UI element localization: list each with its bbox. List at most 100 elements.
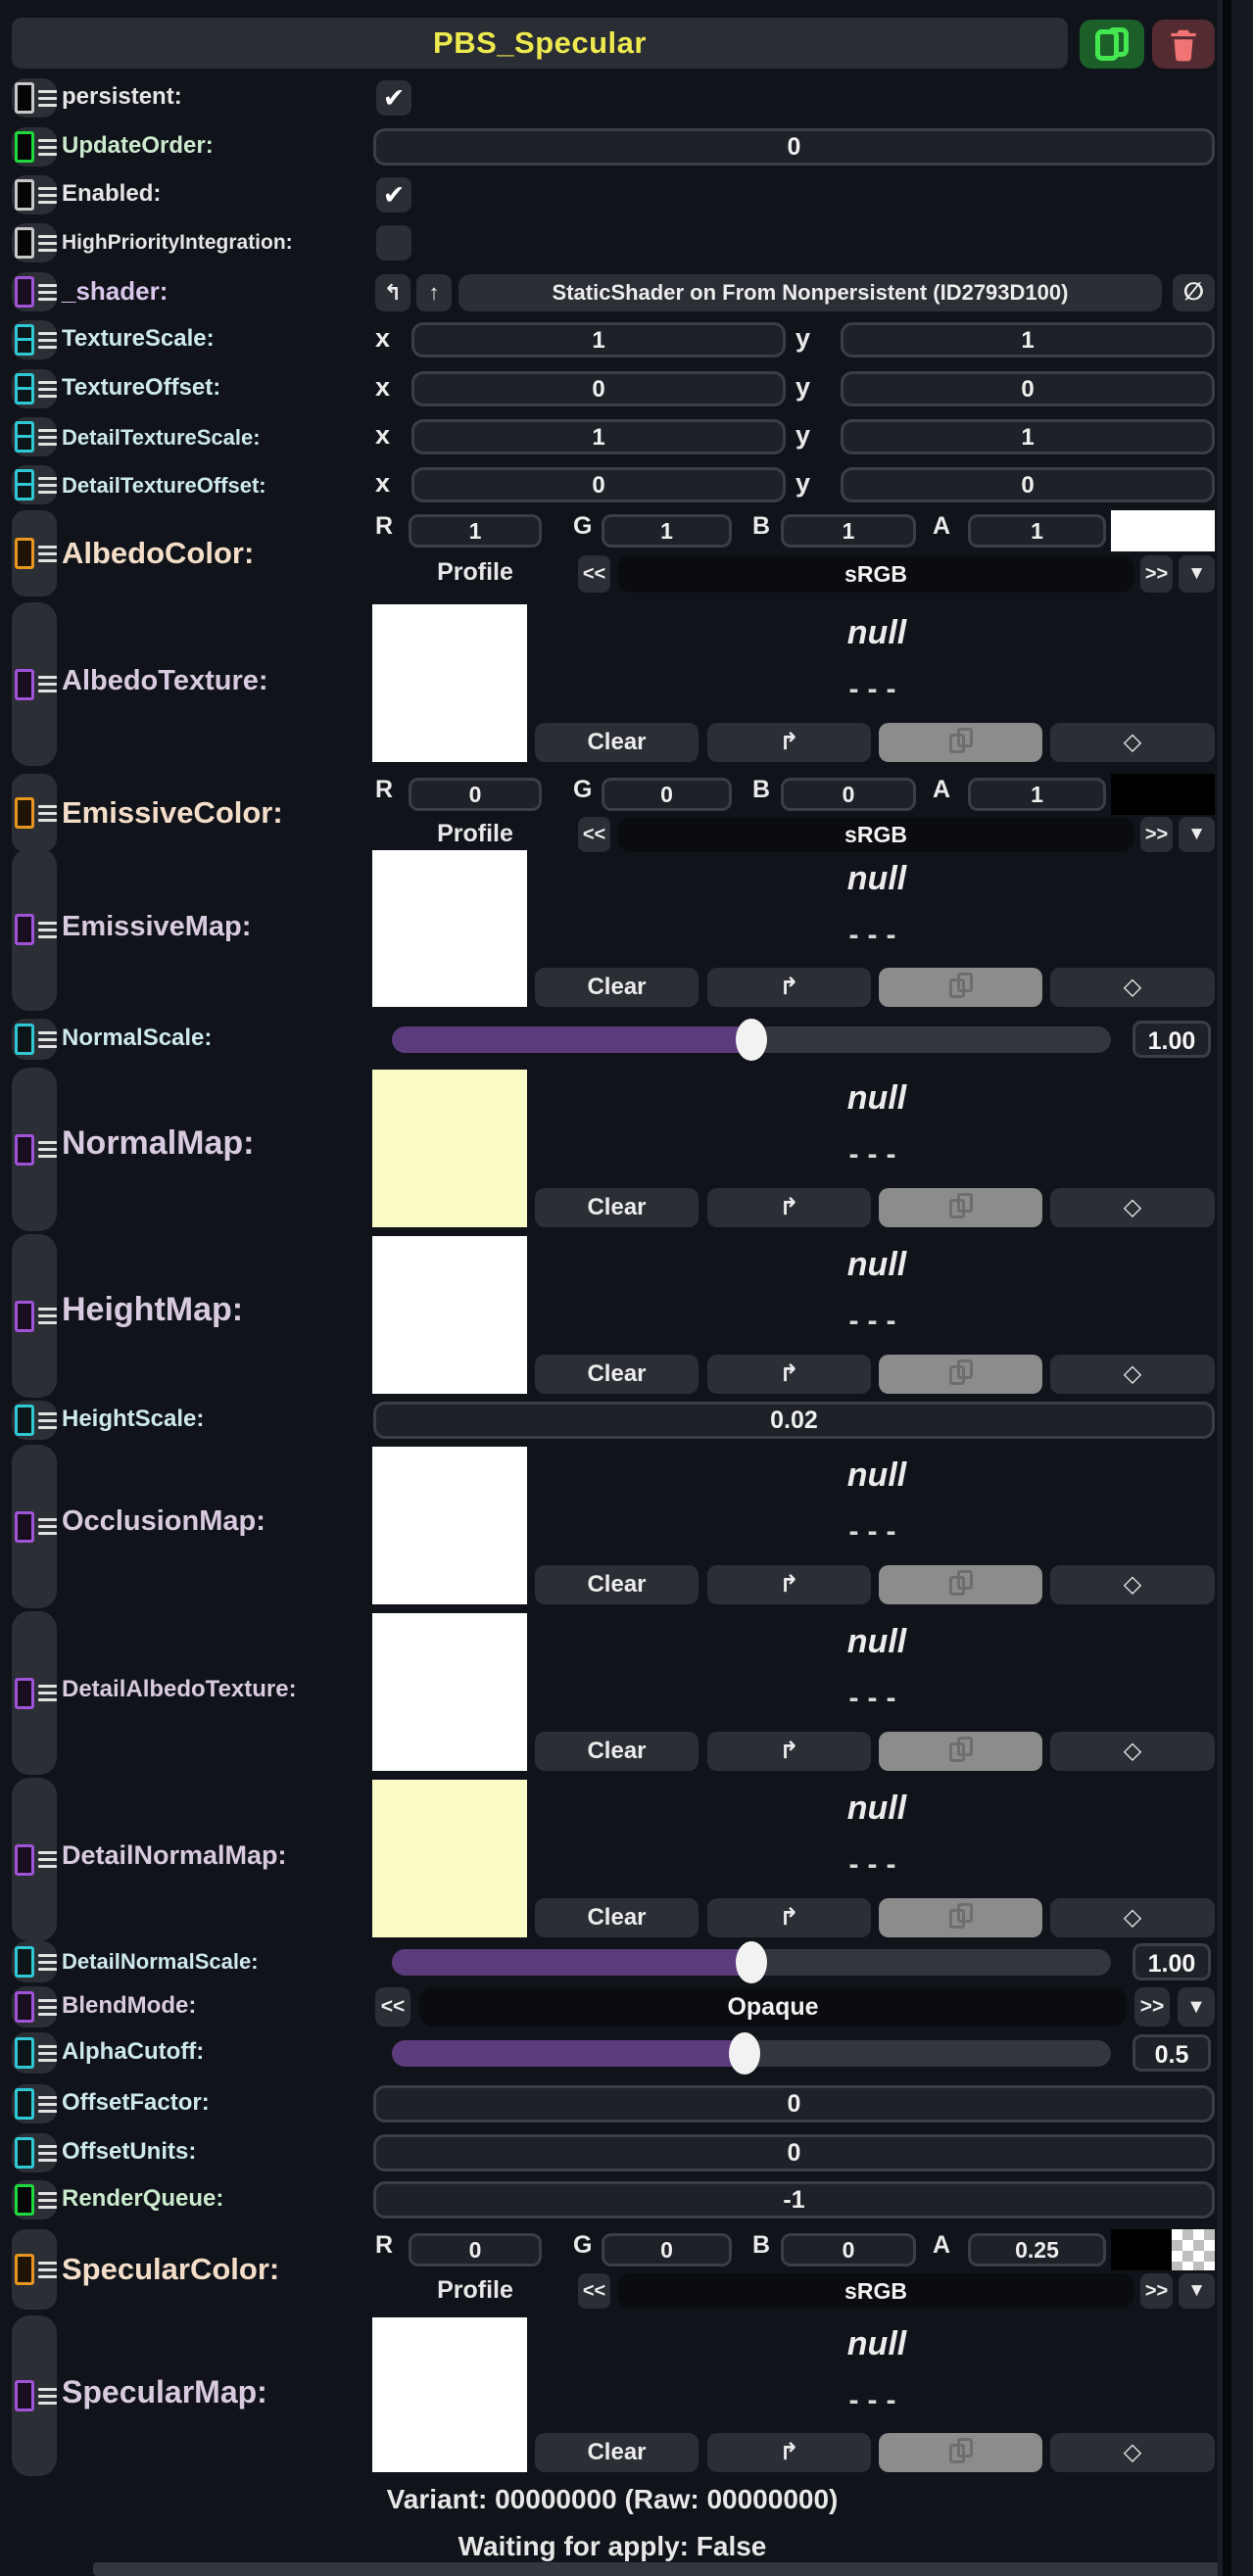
copy-button[interactable] bbox=[879, 1188, 1042, 1227]
alpha-cutoff-slider[interactable] bbox=[392, 2032, 1111, 2075]
tag-button[interactable]: ◇ bbox=[1050, 1188, 1215, 1227]
slider-thumb[interactable] bbox=[736, 1019, 767, 1061]
copy-button[interactable] bbox=[879, 968, 1042, 1007]
field-badge[interactable] bbox=[12, 320, 57, 359]
blend-mode-dropdown-button[interactable]: ▼ bbox=[1178, 1987, 1215, 2027]
extract-button[interactable]: ↱ bbox=[707, 1355, 871, 1394]
shader-up-button[interactable]: ↑ bbox=[416, 274, 452, 311]
shader-jump-button[interactable]: ↰ bbox=[375, 274, 410, 311]
tag-button[interactable]: ◇ bbox=[1050, 2433, 1215, 2472]
emissive-color-g-input[interactable]: 0 bbox=[602, 778, 732, 811]
field-badge[interactable] bbox=[12, 272, 57, 311]
detail-texture-scale-y-input[interactable]: 1 bbox=[841, 419, 1215, 454]
emissive-color-r-input[interactable]: 0 bbox=[409, 778, 542, 811]
tag-button[interactable]: ◇ bbox=[1050, 1355, 1215, 1394]
field-badge[interactable] bbox=[12, 1019, 57, 1060]
field-badge[interactable] bbox=[12, 2180, 57, 2219]
field-badge[interactable] bbox=[12, 1941, 57, 1982]
field-badge[interactable] bbox=[12, 2032, 57, 2074]
field-badge[interactable] bbox=[12, 369, 57, 408]
clear-button[interactable]: Clear bbox=[535, 2433, 699, 2472]
blend-mode-prev-button[interactable]: << bbox=[375, 1987, 410, 2027]
albedo-texture-preview[interactable] bbox=[372, 604, 527, 762]
field-badge[interactable] bbox=[12, 602, 57, 766]
slider-thumb[interactable] bbox=[729, 2032, 760, 2075]
extract-button[interactable]: ↱ bbox=[707, 1732, 871, 1771]
persistent-checkbox[interactable]: ✔ bbox=[376, 80, 411, 116]
emissive-color-b-input[interactable]: 0 bbox=[781, 778, 916, 811]
field-badge[interactable] bbox=[12, 223, 57, 262]
extract-button[interactable]: ↱ bbox=[707, 2433, 871, 2472]
copy-button[interactable] bbox=[879, 1732, 1042, 1771]
tag-button[interactable]: ◇ bbox=[1050, 968, 1215, 1007]
normal-scale-value[interactable]: 1.00 bbox=[1133, 1021, 1211, 1058]
blend-mode-next-button[interactable]: >> bbox=[1134, 1987, 1170, 2027]
texture-scale-x-input[interactable]: 1 bbox=[411, 322, 786, 358]
profile-prev-button[interactable]: << bbox=[578, 817, 610, 852]
offset-units-input[interactable]: 0 bbox=[373, 2134, 1215, 2171]
field-badge[interactable] bbox=[12, 1234, 57, 1398]
copy-button[interactable] bbox=[879, 723, 1042, 762]
clear-button[interactable]: Clear bbox=[535, 1898, 699, 1937]
field-badge[interactable] bbox=[12, 1611, 57, 1775]
profile-next-button[interactable]: >> bbox=[1140, 817, 1173, 852]
clear-button[interactable]: Clear bbox=[535, 1565, 699, 1604]
clear-button[interactable]: Clear bbox=[535, 723, 699, 762]
detail-normal-map-preview[interactable] bbox=[372, 1780, 527, 1937]
clear-button[interactable]: Clear bbox=[535, 1355, 699, 1394]
field-badge[interactable] bbox=[12, 2315, 57, 2476]
offset-factor-input[interactable]: 0 bbox=[373, 2085, 1215, 2123]
render-queue-input[interactable]: -1 bbox=[373, 2181, 1215, 2218]
detail-normal-scale-slider[interactable] bbox=[392, 1941, 1111, 1983]
delete-button[interactable] bbox=[1152, 20, 1215, 69]
specular-color-profile-value[interactable]: sRGB bbox=[617, 2273, 1134, 2309]
field-badge[interactable] bbox=[12, 848, 57, 1011]
detail-texture-offset-y-input[interactable]: 0 bbox=[841, 467, 1215, 502]
blend-mode-value[interactable]: Opaque bbox=[419, 1987, 1127, 2027]
albedo-color-a-input[interactable]: 1 bbox=[968, 514, 1106, 548]
occlusion-map-preview[interactable] bbox=[372, 1447, 527, 1604]
profile-dropdown-button[interactable]: ▼ bbox=[1179, 817, 1215, 852]
specular-color-a-input[interactable]: 0.25 bbox=[968, 2233, 1106, 2266]
field-badge[interactable] bbox=[12, 1986, 57, 2027]
texture-scale-y-input[interactable]: 1 bbox=[841, 322, 1215, 358]
field-badge[interactable] bbox=[12, 465, 57, 504]
tag-button[interactable]: ◇ bbox=[1050, 1565, 1215, 1604]
detail-texture-scale-x-input[interactable]: 1 bbox=[411, 419, 786, 454]
emissive-color-a-input[interactable]: 1 bbox=[968, 778, 1106, 811]
emissive-map-preview[interactable] bbox=[372, 850, 527, 1007]
tag-button[interactable]: ◇ bbox=[1050, 1898, 1215, 1937]
detail-albedo-texture-preview[interactable] bbox=[372, 1613, 527, 1771]
height-scale-input[interactable]: 0.02 bbox=[373, 1402, 1215, 1439]
texture-offset-x-input[interactable]: 0 bbox=[411, 371, 786, 406]
extract-button[interactable]: ↱ bbox=[707, 1565, 871, 1604]
normal-map-preview[interactable] bbox=[372, 1070, 527, 1227]
specular-map-preview[interactable] bbox=[372, 2317, 527, 2472]
extract-button[interactable]: ↱ bbox=[707, 968, 871, 1007]
scrollbar-track[interactable] bbox=[1223, 0, 1231, 2576]
detail-normal-scale-value[interactable]: 1.00 bbox=[1133, 1943, 1211, 1980]
extract-button[interactable]: ↱ bbox=[707, 1188, 871, 1227]
emissive-color-profile-value[interactable]: sRGB bbox=[617, 817, 1134, 852]
clear-button[interactable]: Clear bbox=[535, 1188, 699, 1227]
profile-next-button[interactable]: >> bbox=[1140, 2273, 1173, 2309]
field-badge[interactable] bbox=[12, 1401, 57, 1440]
field-badge[interactable] bbox=[12, 2084, 57, 2123]
profile-prev-button[interactable]: << bbox=[578, 2273, 610, 2309]
height-map-preview[interactable] bbox=[372, 1236, 527, 1394]
tag-button[interactable]: ◇ bbox=[1050, 1732, 1215, 1771]
texture-offset-y-input[interactable]: 0 bbox=[841, 371, 1215, 406]
specular-color-g-input[interactable]: 0 bbox=[602, 2233, 732, 2266]
enabled-checkbox[interactable]: ✔ bbox=[376, 177, 411, 213]
shader-reference-field[interactable]: StaticShader on From Nonpersistent (ID27… bbox=[458, 274, 1162, 311]
copy-button[interactable] bbox=[879, 1898, 1042, 1937]
field-badge[interactable] bbox=[12, 2229, 57, 2310]
copy-button[interactable] bbox=[879, 1355, 1042, 1394]
slider-thumb[interactable] bbox=[736, 1941, 767, 1983]
specular-color-r-input[interactable]: 0 bbox=[409, 2233, 542, 2266]
extract-button[interactable]: ↱ bbox=[707, 1898, 871, 1937]
albedo-color-b-input[interactable]: 1 bbox=[781, 514, 916, 548]
clear-button[interactable]: Clear bbox=[535, 968, 699, 1007]
update-order-input[interactable]: 0 bbox=[373, 128, 1215, 166]
clear-button[interactable]: Clear bbox=[535, 1732, 699, 1771]
